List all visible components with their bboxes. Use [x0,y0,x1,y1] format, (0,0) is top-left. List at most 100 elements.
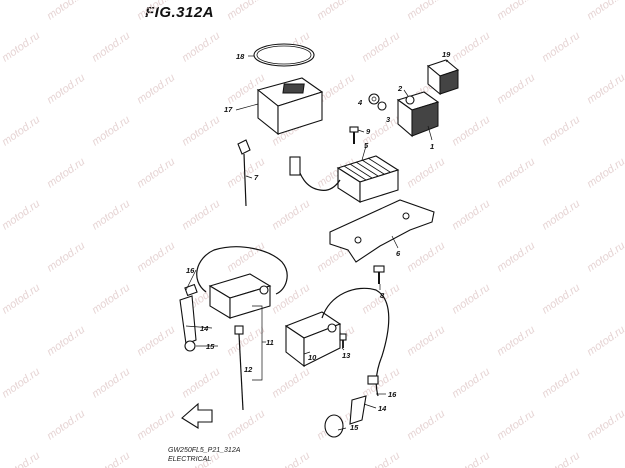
watermark-text: motod.ru [360,30,402,65]
watermark-text: motod.ru [405,240,447,275]
part-10-ignition-coil[interactable] [284,311,342,368]
watermark-text: motod.ru [315,0,357,22]
watermark-text: motod.ru [495,408,537,443]
watermark-text: motod.ru [135,324,177,359]
watermark-text: motod.ru [405,324,447,359]
label-14a: 14 [200,324,209,333]
footer-code: GW250FL5_P21_312A [168,447,241,454]
label-15b: 15 [350,423,359,432]
part-8-bolt[interactable] [373,265,385,284]
label-12: 12 [244,365,253,374]
watermark-text: motod.ru [270,450,312,468]
label-8: 8 [380,291,385,300]
watermark-text: motod.ru [45,0,87,22]
watermark-text: motod.ru [225,240,267,275]
label-3: 3 [386,115,391,124]
label-2: 2 [397,84,403,93]
part-13-bolt[interactable] [339,333,347,348]
watermark-text: motod.ru [585,408,625,443]
watermark-text: motod.ru [90,450,132,468]
label-7: 7 [254,173,259,182]
watermark-text: motod.ru [585,324,625,359]
part-18-ring[interactable] [253,43,315,67]
watermark-text: motod.ru [135,72,177,107]
part-1-sensor[interactable] [396,91,440,138]
watermark-text: motod.ru [0,198,42,233]
watermark-text: motod.ru [450,366,492,401]
part-16-clamp-2[interactable] [367,375,379,385]
part-6-bracket[interactable] [329,199,435,263]
watermark-text: motod.ru [135,156,177,191]
watermark-text: motod.ru [180,366,222,401]
part-9-bolt[interactable] [349,126,359,144]
part-17-ecm[interactable] [256,77,324,136]
watermark-text: motod.ru [540,366,582,401]
watermark-text: motod.ru [45,156,87,191]
part-7-cable-tie[interactable] [237,139,251,207]
forward-arrow-icon [181,402,213,429]
label-14b: 14 [378,404,387,413]
watermark-text: motod.ru [540,30,582,65]
watermark-text: motod.ru [495,72,537,107]
watermark-text: motod.ru [540,450,582,468]
watermark-text: motod.ru [450,30,492,65]
watermark-text: motod.ru [180,198,222,233]
watermark-text: motod.ru [540,198,582,233]
watermark-text: motod.ru [405,0,447,22]
label-18: 18 [236,52,245,61]
watermark-text: motod.ru [135,0,177,22]
figure-title: FIG.312A [145,4,215,21]
hightension-lead-1 [196,246,288,295]
watermark-text: motod.ru [135,408,177,443]
watermark-text: motod.ru [225,408,267,443]
label-5: 5 [364,141,369,150]
footer-section: ELECTRICAL [168,456,212,463]
label-16b: 16 [388,390,397,399]
label-13: 13 [342,351,351,360]
label-11: 11 [266,338,274,347]
watermark-text: motod.ru [405,156,447,191]
part-4-washer[interactable] [368,93,380,105]
watermark-text: motod.ru [90,198,132,233]
watermark-text: motod.ru [585,240,625,275]
watermark-text: motod.ru [495,156,537,191]
part-3-nut[interactable] [377,101,387,111]
part-11-ignition-coil[interactable] [208,273,272,319]
watermark-text: motod.ru [270,366,312,401]
part-19-relay[interactable] [426,59,460,96]
label-17: 17 [224,105,233,114]
watermark-text: motod.ru [135,240,177,275]
watermark-text: motod.ru [180,30,222,65]
watermark-text: motod.ru [585,72,625,107]
watermark-text: motod.ru [495,324,537,359]
watermark-text: motod.ru [45,72,87,107]
watermark-text: motod.ru [495,0,537,22]
part-14-plug-cap-2[interactable] [324,395,367,438]
label-15a: 15 [206,342,215,351]
watermark-text: motod.ru [540,282,582,317]
watermark-text: motod.ru [585,156,625,191]
watermark-text: motod.ru [450,114,492,149]
part-5-regulator[interactable] [336,155,400,204]
watermark-text: motod.ru [0,282,42,317]
watermark-text: motod.ru [0,114,42,149]
watermark-text: motod.ru [0,30,42,65]
label-6: 6 [396,249,401,258]
part-14-plug-cap-1[interactable] [179,295,197,352]
watermark-text: motod.ru [180,114,222,149]
label-9: 9 [366,127,371,136]
part-16-clamp-1[interactable] [184,283,198,297]
watermark-text: motod.ru [90,114,132,149]
leader-lines [185,55,449,431]
watermark-text: motod.ru [405,408,447,443]
watermark-text: motod.ru [360,450,402,468]
watermark-text: motod.ru [225,0,267,22]
watermark-text: motod.ru [90,30,132,65]
label-4: 4 [357,98,363,107]
watermark-text: motod.ru [585,0,625,22]
watermark-text: motod.ru [0,450,42,468]
watermark-text: motod.ru [450,198,492,233]
watermark-text: motod.ru [90,366,132,401]
part-12-tie-strap[interactable] [234,325,244,411]
